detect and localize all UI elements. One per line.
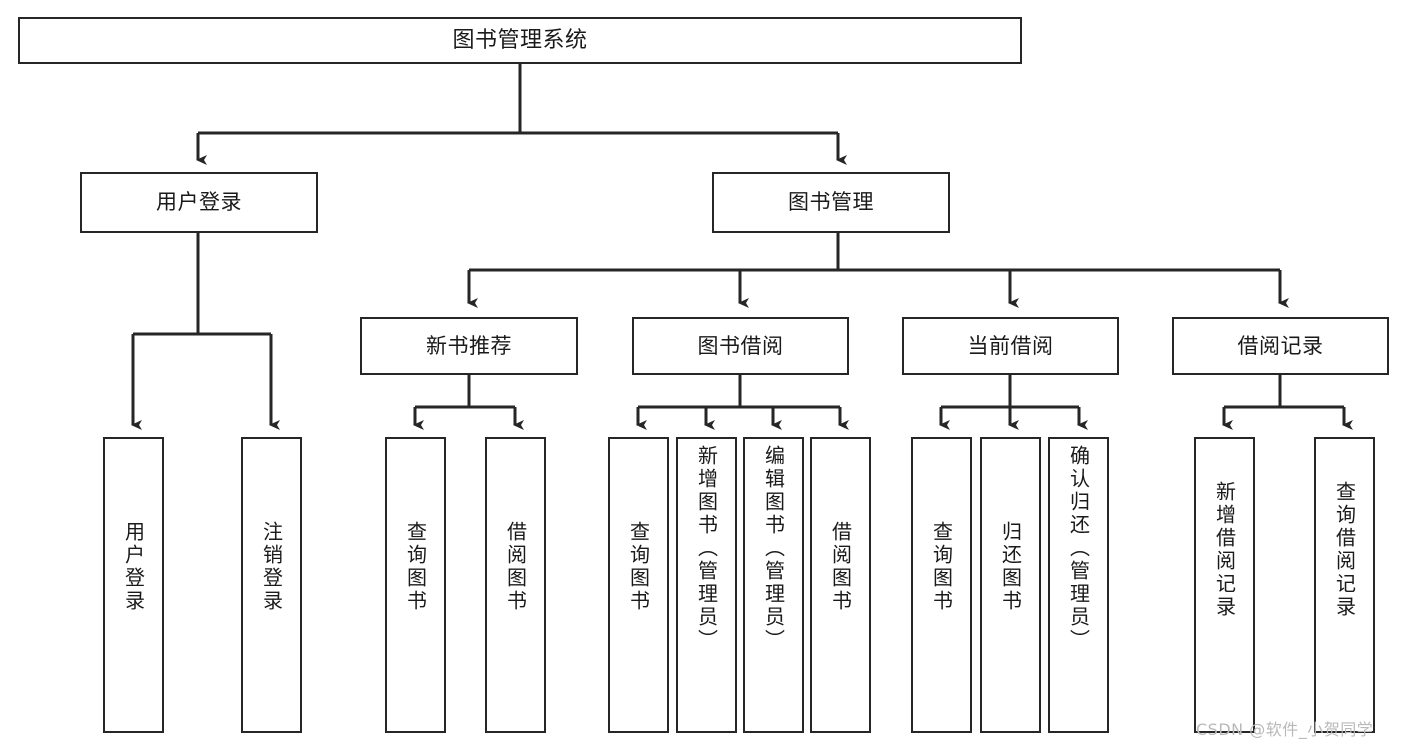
leaf-user-login[interactable]: 用户登录 xyxy=(103,437,164,733)
node-label: 注销登录 xyxy=(259,521,284,613)
leaf-query-book-recommend[interactable]: 查询图书 xyxy=(385,437,446,733)
node-label: 新书推荐 xyxy=(426,333,512,358)
node-label: 查询借阅记录 xyxy=(1332,481,1357,619)
leaf-return-book[interactable]: 归还图书 xyxy=(980,437,1041,733)
node-label: 归还图书 xyxy=(998,521,1023,613)
node-label: 借阅图书 xyxy=(503,521,528,613)
node-label: 查询图书 xyxy=(929,521,954,613)
node-label: 用户登录 xyxy=(121,521,146,613)
node-label: 当前借阅 xyxy=(967,333,1054,358)
node-label: 图书管理系统 xyxy=(452,27,588,53)
node-book-management[interactable]: 图书管理 xyxy=(712,172,950,233)
node-label: 新增图书（管理员） xyxy=(694,445,719,652)
node-borrow-record[interactable]: 借阅记录 xyxy=(1172,317,1389,375)
node-label: 图书管理 xyxy=(788,190,874,215)
leaf-query-book-borrow[interactable]: 查询图书 xyxy=(608,437,669,733)
node-label: 用户登录 xyxy=(156,190,242,215)
leaf-logout[interactable]: 注销登录 xyxy=(241,437,302,733)
node-label: 编辑图书（管理员） xyxy=(761,445,786,652)
node-label: 查询图书 xyxy=(626,521,651,613)
node-root-system[interactable]: 图书管理系统 xyxy=(18,17,1022,64)
node-label: 借阅图书 xyxy=(828,521,853,613)
node-label: 图书借阅 xyxy=(697,333,784,358)
leaf-query-borrow-record[interactable]: 查询借阅记录 xyxy=(1314,437,1375,733)
watermark-text: CSDN @软件_小贺同学 xyxy=(1196,720,1374,739)
node-label: 确认归还（管理员） xyxy=(1066,445,1091,652)
leaf-add-borrow-record[interactable]: 新增借阅记录 xyxy=(1194,437,1255,733)
node-book-borrow[interactable]: 图书借阅 xyxy=(632,317,849,375)
leaf-borrow-book-recommend[interactable]: 借阅图书 xyxy=(485,437,546,733)
leaf-query-book-current[interactable]: 查询图书 xyxy=(911,437,972,733)
leaf-edit-book-admin[interactable]: 编辑图书（管理员） xyxy=(743,437,804,733)
node-label: 新增借阅记录 xyxy=(1212,481,1237,619)
node-current-borrow[interactable]: 当前借阅 xyxy=(902,317,1119,375)
leaf-add-book-admin[interactable]: 新增图书（管理员） xyxy=(676,437,737,733)
node-label: 查询图书 xyxy=(403,521,428,613)
leaf-borrow-book[interactable]: 借阅图书 xyxy=(810,437,871,733)
node-label: 借阅记录 xyxy=(1237,333,1324,358)
node-user-login[interactable]: 用户登录 xyxy=(80,172,318,233)
node-new-book-recommend[interactable]: 新书推荐 xyxy=(360,317,578,375)
leaf-confirm-return-admin[interactable]: 确认归还（管理员） xyxy=(1048,437,1109,733)
